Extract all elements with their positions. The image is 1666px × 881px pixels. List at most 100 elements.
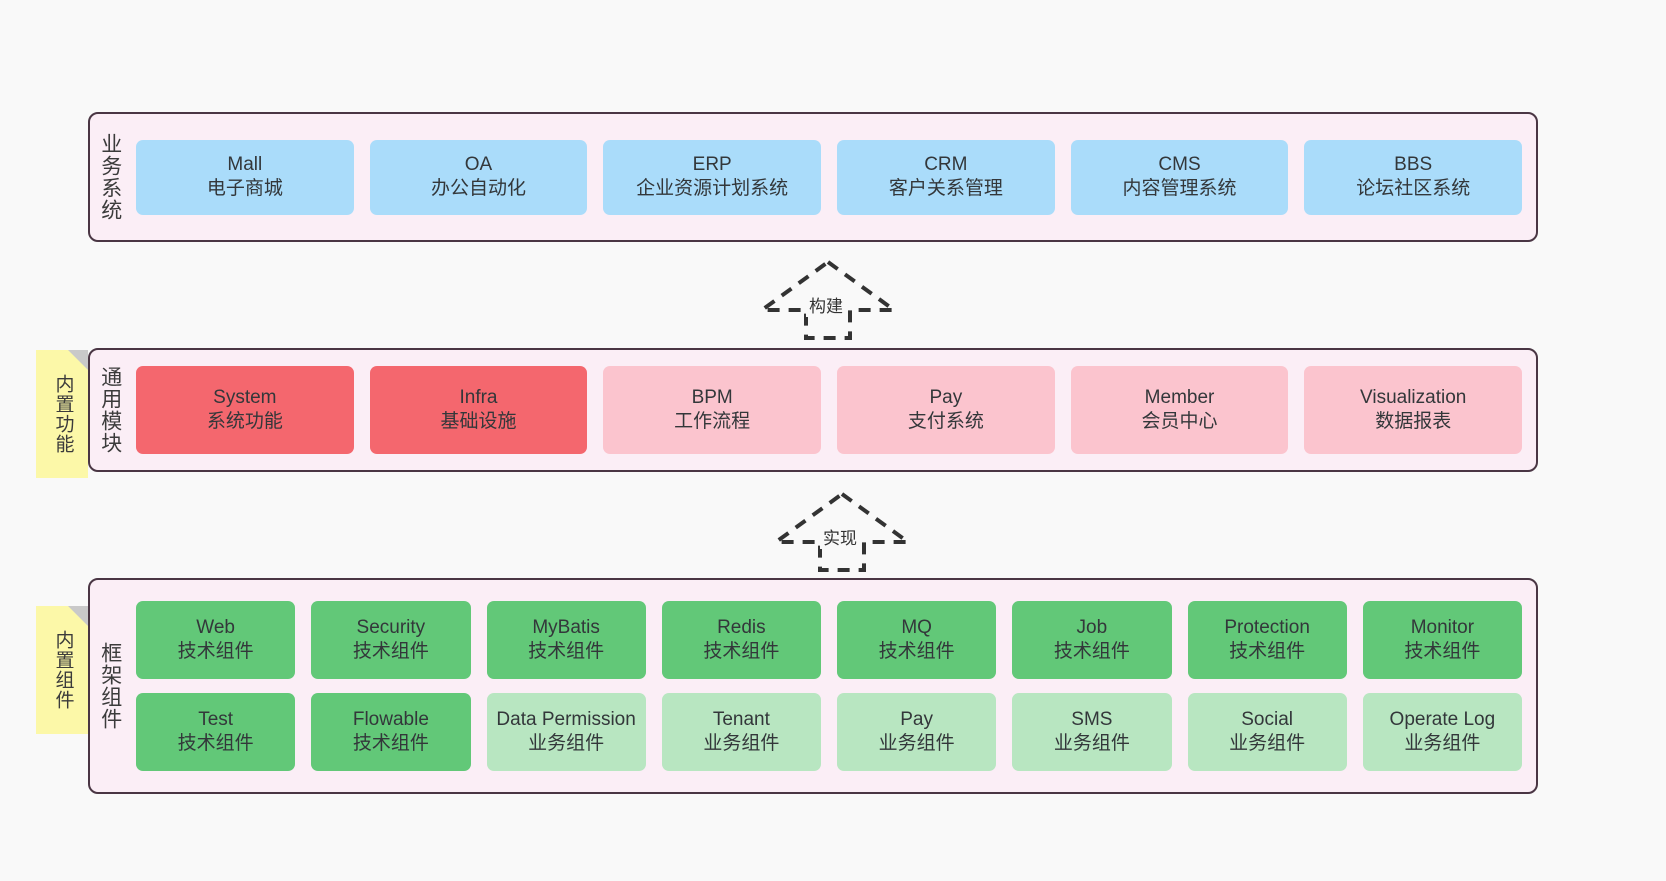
card-tenant[interactable]: Tenant 业务组件 xyxy=(661,693,821,771)
layer-common-module: 通用模块 System 系统功能 Infra 基础设施 BPM 工作流程 Pay… xyxy=(88,348,1538,472)
framework-row-business: Test 技术组件 Flowable 技术组件 Data Permission … xyxy=(136,693,1522,771)
framework-row-technical: Web 技术组件 Security 技术组件 MyBatis 技术组件 Redi… xyxy=(136,601,1522,679)
card-title: Protection xyxy=(1224,617,1310,639)
card-subtitle: 电子商城 xyxy=(206,178,283,199)
card-title: Pay xyxy=(929,387,963,409)
card-web[interactable]: Web 技术组件 xyxy=(136,601,296,679)
card-subtitle: 业务组件 xyxy=(1229,733,1306,754)
card-operate-log[interactable]: Operate Log 业务组件 xyxy=(1362,693,1522,771)
card-subtitle: 办公自动化 xyxy=(431,178,527,199)
card-title: OA xyxy=(464,154,493,176)
card-title: Job xyxy=(1076,617,1108,639)
card-title: ERP xyxy=(692,154,732,176)
connector-implement: 实现 xyxy=(769,490,915,572)
card-subtitle: 基础设施 xyxy=(440,411,517,432)
card-pay-business[interactable]: Pay 业务组件 xyxy=(837,693,997,771)
card-subtitle: 企业资源计划系统 xyxy=(636,178,789,199)
card-subtitle: 技术组件 xyxy=(177,733,254,754)
card-protection[interactable]: Protection 技术组件 xyxy=(1187,601,1347,679)
card-subtitle: 技术组件 xyxy=(1229,641,1306,662)
card-system[interactable]: System 系统功能 xyxy=(136,366,354,454)
card-subtitle: 论坛社区系统 xyxy=(1356,178,1471,199)
card-title: Infra xyxy=(459,387,498,409)
card-member[interactable]: Member 会员中心 xyxy=(1070,366,1289,454)
dashed-hollow-arrow-up-icon xyxy=(755,259,901,340)
card-crm[interactable]: CRM 客户关系管理 xyxy=(837,139,1055,215)
layer-business-system: 业务系统 Mall 电子商城 OA 办公自动化 ERP 企业资源计划系统 CRM… xyxy=(88,112,1538,242)
card-title: Social xyxy=(1241,709,1293,731)
layer-body-common-module: System 系统功能 Infra 基础设施 BPM 工作流程 Pay 支付系统… xyxy=(130,350,1536,470)
card-test[interactable]: Test 技术组件 xyxy=(136,693,296,771)
card-pay[interactable]: Pay 支付系统 xyxy=(837,366,1055,454)
card-title: CMS xyxy=(1158,154,1201,176)
card-subtitle: 技术组件 xyxy=(177,641,254,662)
connector-build: 构建 xyxy=(755,258,901,340)
note-fold-corner-icon xyxy=(68,350,88,370)
card-flowable[interactable]: Flowable 技术组件 xyxy=(311,693,471,771)
card-redis[interactable]: Redis 技术组件 xyxy=(661,601,821,679)
card-mybatis[interactable]: MyBatis 技术组件 xyxy=(486,601,646,679)
card-title: CRM xyxy=(924,154,968,176)
card-subtitle: 系统功能 xyxy=(206,411,283,432)
card-subtitle: 技术组件 xyxy=(878,641,955,662)
layer-title-business-system: 业务系统 xyxy=(98,133,122,221)
connector-label-build: 构建 xyxy=(806,292,846,317)
card-infra[interactable]: Infra 基础设施 xyxy=(369,366,588,454)
card-mall[interactable]: Mall 电子商城 xyxy=(136,139,354,215)
card-title: Monitor xyxy=(1410,617,1475,639)
note-builtin-component: 内置组件 xyxy=(36,606,88,734)
card-cms[interactable]: CMS 内容管理系统 xyxy=(1070,139,1289,215)
card-subtitle: 客户关系管理 xyxy=(888,178,1003,199)
card-bpm[interactable]: BPM 工作流程 xyxy=(603,366,822,454)
card-title: System xyxy=(213,387,277,409)
card-oa[interactable]: OA 办公自动化 xyxy=(369,139,588,215)
card-subtitle: 技术组件 xyxy=(352,733,429,754)
card-title: BBS xyxy=(1394,154,1433,176)
card-job[interactable]: Job 技术组件 xyxy=(1012,601,1172,679)
card-security[interactable]: Security 技术组件 xyxy=(311,601,471,679)
card-title: Test xyxy=(198,709,234,731)
card-bbs[interactable]: BBS 论坛社区系统 xyxy=(1304,139,1523,215)
card-title: Mall xyxy=(227,154,263,176)
card-title: Security xyxy=(356,617,426,639)
card-title: Member xyxy=(1144,387,1215,409)
card-title: Redis xyxy=(717,617,766,639)
card-subtitle: 业务组件 xyxy=(703,733,780,754)
dashed-hollow-arrow-up-icon xyxy=(769,491,915,572)
card-monitor[interactable]: Monitor 技术组件 xyxy=(1362,601,1522,679)
card-title: Visualization xyxy=(1360,387,1467,409)
card-subtitle: 业务组件 xyxy=(528,733,605,754)
layer-body-business-system: Mall 电子商城 OA 办公自动化 ERP 企业资源计划系统 CRM 客户关系… xyxy=(130,114,1536,240)
card-subtitle: 技术组件 xyxy=(528,641,605,662)
card-social[interactable]: Social 业务组件 xyxy=(1187,693,1347,771)
card-subtitle: 业务组件 xyxy=(1404,733,1481,754)
card-subtitle: 工作流程 xyxy=(674,411,751,432)
connector-label-implement: 实现 xyxy=(820,524,860,549)
note-builtin-function: 内置功能 xyxy=(36,350,88,478)
card-data-permission[interactable]: Data Permission 业务组件 xyxy=(486,693,646,771)
card-subtitle: 技术组件 xyxy=(1053,641,1130,662)
card-title: MyBatis xyxy=(532,617,600,639)
card-title: Data Permission xyxy=(496,709,636,731)
layer-title-common-module: 通用模块 xyxy=(98,366,122,454)
note-fold-corner-icon xyxy=(68,606,88,626)
card-title: Operate Log xyxy=(1389,709,1496,731)
card-mq[interactable]: MQ 技术组件 xyxy=(837,601,997,679)
card-subtitle: 数据报表 xyxy=(1375,411,1452,432)
layer-body-framework-component: Web 技术组件 Security 技术组件 MyBatis 技术组件 Redi… xyxy=(130,580,1536,792)
card-title: Web xyxy=(196,617,235,639)
note-label: 内置功能 xyxy=(52,374,74,454)
card-subtitle: 技术组件 xyxy=(703,641,780,662)
card-title: Tenant xyxy=(712,709,770,731)
layer-title-framework-component: 框架组件 xyxy=(98,642,122,730)
card-title: Pay xyxy=(900,709,933,731)
card-title: BPM xyxy=(691,387,733,409)
card-visualization[interactable]: Visualization 数据报表 xyxy=(1304,366,1523,454)
card-erp[interactable]: ERP 企业资源计划系统 xyxy=(603,139,822,215)
card-subtitle: 支付系统 xyxy=(907,411,984,432)
card-sms[interactable]: SMS 业务组件 xyxy=(1012,693,1172,771)
card-subtitle: 业务组件 xyxy=(1053,733,1130,754)
card-subtitle: 技术组件 xyxy=(1404,641,1481,662)
card-title: SMS xyxy=(1071,709,1113,731)
